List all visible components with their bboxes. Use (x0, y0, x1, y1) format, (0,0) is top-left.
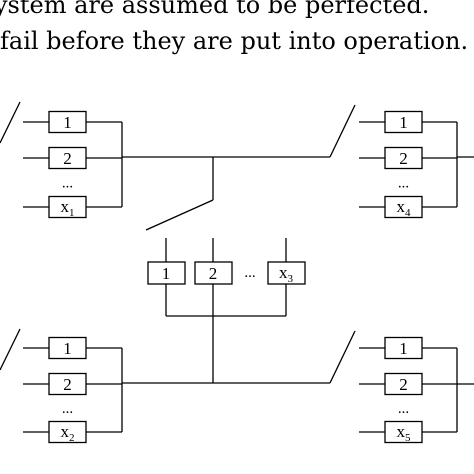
subsystem-3-component-1-label: 1 (162, 264, 171, 283)
subsystem-5-component-1 (384, 336, 423, 360)
subsystem-4-dots: ... (398, 176, 409, 192)
subsystem-5-component-n (384, 420, 423, 444)
subsystem-5-component-1-label: 1 (399, 339, 408, 358)
subsystem-2-component-n (48, 420, 87, 444)
subsystem-1-component-n (48, 195, 87, 219)
subsystem-2-component-2-label: 2 (63, 375, 72, 394)
subsystem-2-component-1 (48, 336, 87, 360)
subsystem-4-component-1 (384, 110, 423, 134)
middle-switch (145, 199, 214, 231)
subsystem-5-component-n-label: x5 (397, 422, 412, 444)
subsystem-1-component-1 (48, 110, 87, 134)
subsystem-3-component-2-label: 2 (209, 264, 218, 283)
subsystem-3-dots: ... (244, 265, 255, 281)
text-line-2: fail before they are put into operation. (0, 27, 469, 55)
top-right-switch (329, 104, 356, 158)
subsystem-3-component-n-label: x3 (279, 263, 294, 285)
subsystem-2-component-1-label: 1 (63, 339, 72, 358)
subsystem-1-component-2 (48, 146, 87, 170)
subsystem-1-component-2-label: 2 (63, 149, 72, 168)
subsystem-2-component-2 (48, 372, 87, 396)
subsystem-4-component-2-label: 2 (399, 149, 408, 168)
subsystem-3-component-n (267, 261, 306, 285)
subsystem-4-component-2 (384, 146, 423, 170)
subsystem-5-component-2-label: 2 (399, 375, 408, 394)
subsystem-1-component-n-label: x1 (61, 197, 75, 219)
subsystem-2-component-n-label: x2 (61, 422, 75, 444)
bottom-right-switch (329, 330, 356, 384)
subsystem-1-dots: ... (62, 176, 73, 192)
subsystem-4-component-1-label: 1 (399, 113, 408, 132)
bottom-left-switch (0, 328, 21, 371)
subsystem-5-dots: ... (398, 401, 409, 417)
top-left-switch (0, 101, 21, 144)
subsystem-4-component-n-label: x4 (397, 197, 412, 219)
text-line-1: ystem are assumed to be perfected. (0, 0, 430, 19)
subsystem-3-component-2 (194, 261, 233, 285)
subsystem-1-component-1-label: 1 (63, 113, 72, 132)
subsystem-4-component-n (384, 195, 423, 219)
subsystem-5-component-2 (384, 372, 423, 396)
subsystem-2-dots: ... (62, 401, 73, 417)
subsystem-3-component-1 (147, 261, 186, 285)
